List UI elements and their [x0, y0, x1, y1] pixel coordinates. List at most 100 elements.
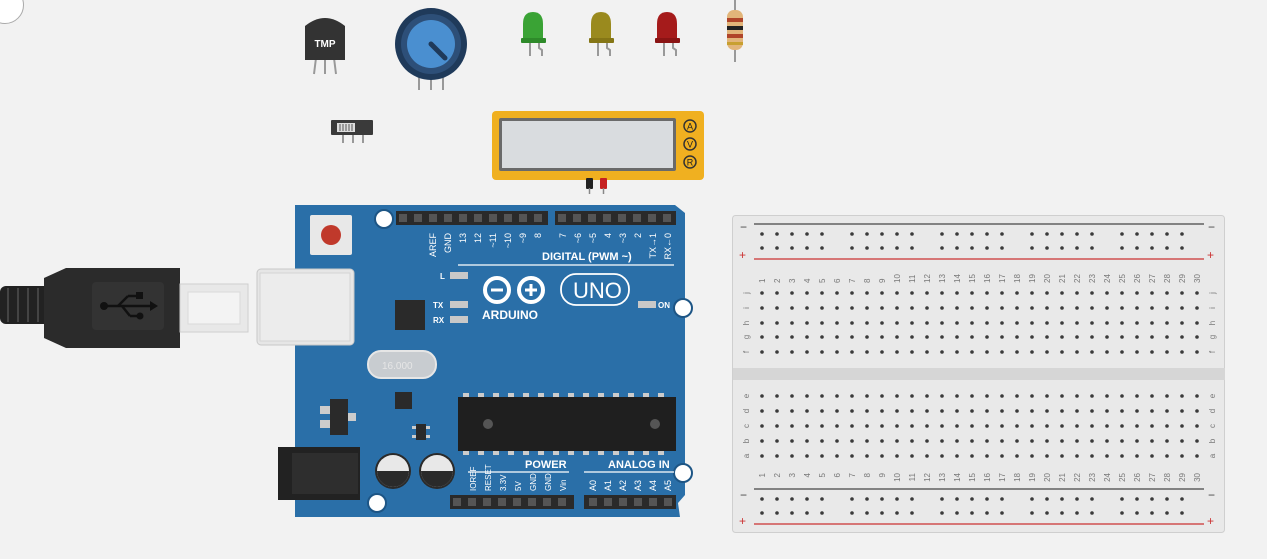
breadboard-hole[interactable]: [970, 394, 974, 398]
rail-hole[interactable]: [1135, 246, 1139, 250]
breadboard-hole[interactable]: [1000, 454, 1004, 458]
breadboard-hole[interactable]: [1000, 321, 1004, 325]
breadboard-hole[interactable]: [1150, 350, 1154, 354]
breadboard-hole[interactable]: [1195, 394, 1199, 398]
breadboard-hole[interactable]: [1180, 409, 1184, 413]
rail-hole[interactable]: [1060, 497, 1064, 501]
corner-handle-icon[interactable]: [0, 0, 24, 24]
breadboard-hole[interactable]: [805, 424, 809, 428]
rail-hole[interactable]: [1180, 246, 1184, 250]
header-pin-hole[interactable]: [444, 214, 452, 222]
breadboard-hole[interactable]: [775, 350, 779, 354]
breadboard-hole[interactable]: [970, 291, 974, 295]
breadboard-hole[interactable]: [1075, 350, 1079, 354]
rail-hole[interactable]: [1030, 511, 1034, 515]
breadboard-hole[interactable]: [865, 321, 869, 325]
breadboard-hole[interactable]: [910, 350, 914, 354]
breadboard-hole[interactable]: [805, 335, 809, 339]
rail-hole[interactable]: [1060, 246, 1064, 250]
rail-hole[interactable]: [1150, 246, 1154, 250]
breadboard-hole[interactable]: [760, 394, 764, 398]
breadboard-hole[interactable]: [1075, 454, 1079, 458]
breadboard-hole[interactable]: [865, 409, 869, 413]
breadboard-hole[interactable]: [1150, 424, 1154, 428]
rail-hole[interactable]: [1000, 497, 1004, 501]
led-green[interactable]: [520, 10, 550, 58]
breadboard-hole[interactable]: [1030, 409, 1034, 413]
breadboard-hole[interactable]: [955, 424, 959, 428]
breadboard-hole[interactable]: [1180, 454, 1184, 458]
rail-hole[interactable]: [1090, 232, 1094, 236]
breadboard-hole[interactable]: [820, 439, 824, 443]
breadboard-hole[interactable]: [805, 439, 809, 443]
breadboard-hole[interactable]: [1090, 424, 1094, 428]
breadboard-hole[interactable]: [895, 439, 899, 443]
breadboard-hole[interactable]: [910, 394, 914, 398]
rail-hole[interactable]: [910, 246, 914, 250]
breadboard-hole[interactable]: [880, 394, 884, 398]
breadboard-hole[interactable]: [790, 409, 794, 413]
breadboard-hole[interactable]: [1045, 306, 1049, 310]
breadboard-hole[interactable]: [805, 291, 809, 295]
breadboard-hole[interactable]: [1165, 424, 1169, 428]
breadboard-hole[interactable]: [1105, 394, 1109, 398]
breadboard-hole[interactable]: [775, 439, 779, 443]
rail-hole[interactable]: [760, 511, 764, 515]
breadboard-hole[interactable]: [1135, 454, 1139, 458]
breadboard-hole[interactable]: [925, 350, 929, 354]
breadboard-hole[interactable]: [1180, 306, 1184, 310]
header-pin-hole[interactable]: [453, 498, 461, 506]
breadboard-hole[interactable]: [955, 394, 959, 398]
breadboard-hole[interactable]: [955, 409, 959, 413]
breadboard-hole[interactable]: [850, 335, 854, 339]
breadboard-hole[interactable]: [1060, 454, 1064, 458]
breadboard-hole[interactable]: [970, 439, 974, 443]
rail-hole[interactable]: [895, 497, 899, 501]
header-pin-hole[interactable]: [588, 214, 596, 222]
breadboard-hole[interactable]: [1075, 306, 1079, 310]
breadboard-hole[interactable]: [1060, 394, 1064, 398]
breadboard-hole[interactable]: [1000, 291, 1004, 295]
breadboard-hole[interactable]: [820, 350, 824, 354]
breadboard-hole[interactable]: [775, 335, 779, 339]
multimeter-amps-button[interactable]: A: [687, 122, 693, 132]
header-pin-hole[interactable]: [664, 498, 672, 506]
header-pin-hole[interactable]: [619, 498, 627, 506]
breadboard-hole[interactable]: [940, 291, 944, 295]
header-pin-hole[interactable]: [589, 498, 597, 506]
breadboard-hole[interactable]: [880, 291, 884, 295]
breadboard-hole[interactable]: [1015, 306, 1019, 310]
breadboard-hole[interactable]: [940, 306, 944, 310]
rail-hole[interactable]: [1030, 497, 1034, 501]
breadboard[interactable]: − + − + − + − + 112233445566778899101011…: [732, 215, 1226, 535]
breadboard-hole[interactable]: [1135, 321, 1139, 325]
breadboard-hole[interactable]: [805, 394, 809, 398]
header-pin-hole[interactable]: [648, 214, 656, 222]
breadboard-hole[interactable]: [880, 321, 884, 325]
rail-hole[interactable]: [940, 232, 944, 236]
led-yellow[interactable]: [588, 10, 618, 58]
breadboard-hole[interactable]: [820, 424, 824, 428]
breadboard-hole[interactable]: [1060, 335, 1064, 339]
rail-hole[interactable]: [775, 511, 779, 515]
breadboard-hole[interactable]: [1165, 321, 1169, 325]
breadboard-hole[interactable]: [1165, 394, 1169, 398]
breadboard-hole[interactable]: [1105, 439, 1109, 443]
breadboard-hole[interactable]: [1090, 306, 1094, 310]
breadboard-hole[interactable]: [865, 424, 869, 428]
breadboard-hole[interactable]: [910, 424, 914, 428]
breadboard-hole[interactable]: [1195, 335, 1199, 339]
breadboard-hole[interactable]: [850, 306, 854, 310]
breadboard-hole[interactable]: [970, 335, 974, 339]
rail-hole[interactable]: [880, 511, 884, 515]
rail-hole[interactable]: [850, 246, 854, 250]
rail-hole[interactable]: [985, 497, 989, 501]
breadboard-hole[interactable]: [1060, 291, 1064, 295]
header-pin-hole[interactable]: [649, 498, 657, 506]
multimeter-probe-red[interactable]: [600, 178, 607, 189]
breadboard-hole[interactable]: [760, 306, 764, 310]
breadboard-hole[interactable]: [955, 439, 959, 443]
rail-hole[interactable]: [1090, 246, 1094, 250]
rail-hole[interactable]: [1150, 497, 1154, 501]
breadboard-hole[interactable]: [1090, 350, 1094, 354]
